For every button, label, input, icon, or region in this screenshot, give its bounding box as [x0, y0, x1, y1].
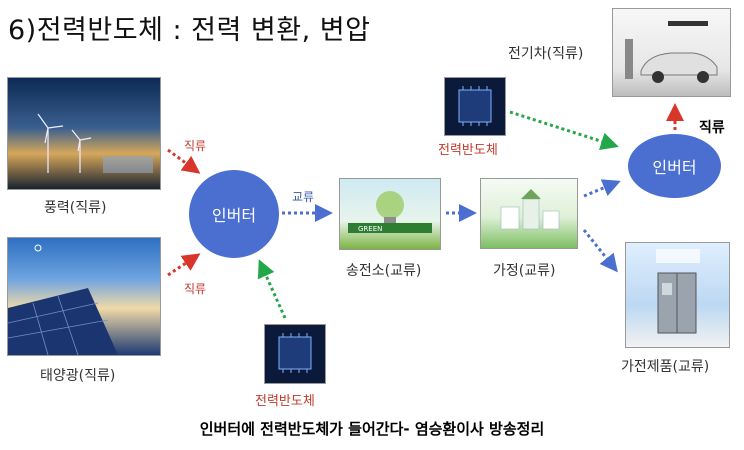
wind-power-image	[7, 77, 161, 190]
inverter-main-circle: 인버터	[189, 170, 279, 258]
green-bulb-icon: GREEN	[348, 191, 432, 233]
slide: 6)전력반도체 : 전력 변환, 변압 풍력(직류) 태양광(직류) 인버터 직…	[7, 8, 731, 409]
caption-text: 인버터에 전력반도체가 들어간다- 염승환이사 방송정리	[199, 420, 545, 438]
ac-label: 교류	[292, 190, 315, 204]
solar-power-image	[7, 237, 161, 356]
wind-label: 풍력(직류)	[44, 200, 107, 216]
appliance-label: 가전제품(교류)	[621, 359, 710, 375]
arrow-home-to-inverter-right	[583, 179, 621, 198]
arrow-wind-to-inverter	[167, 148, 201, 174]
power-semiconductor-chip-bottom	[264, 324, 326, 384]
arrow-chip-to-inverter	[257, 259, 287, 319]
house-icon	[500, 189, 560, 230]
wind-turbine-icon	[37, 113, 153, 173]
arrow-home-to-appliance	[582, 229, 618, 273]
solar-label: 태양광(직류)	[40, 368, 116, 384]
arrow-chip-to-inverter-right	[509, 110, 619, 150]
chip-bottom-label: 전력반도체	[255, 394, 315, 409]
inverter-right-circle: 인버터	[628, 134, 721, 198]
power-semiconductor-chip-top	[444, 77, 506, 136]
dc-bottom-label: 직류	[184, 282, 207, 296]
chip-icon	[458, 86, 492, 126]
chip-icon	[278, 333, 312, 373]
home-label: 가정(교류)	[493, 263, 556, 279]
caption-bar	[0, 410, 744, 450]
appliance-image	[625, 242, 730, 348]
solar-panel-icon	[8, 244, 118, 355]
dc-right-label: 직류	[699, 120, 725, 136]
green-text: GREEN	[358, 225, 382, 233]
arrow-solar-to-inverter	[167, 253, 201, 277]
home-image	[480, 178, 578, 249]
electric-car-icon	[625, 21, 718, 83]
substation-label: 송전소(교류)	[346, 263, 422, 279]
chip-top-label: 전력반도체	[438, 143, 498, 158]
dc-top-label: 직류	[184, 139, 207, 153]
refrigerator-icon	[656, 249, 700, 334]
ev-image	[612, 8, 731, 97]
flow-arrows	[167, 103, 684, 319]
slide-title: 6)전력반도체 : 전력 변환, 변압	[8, 15, 371, 46]
substation-image: GREEN	[339, 178, 441, 250]
ev-label: 전기차(직류)	[508, 46, 584, 62]
